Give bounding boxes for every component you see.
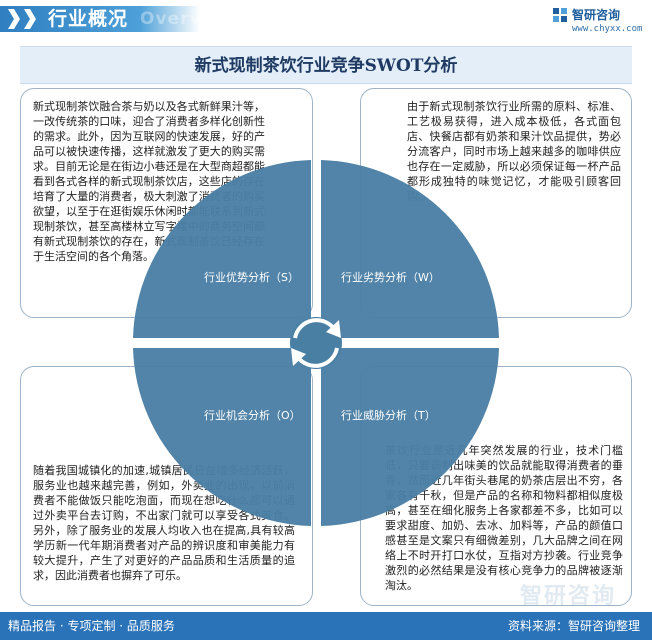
swot-circle (133, 160, 499, 526)
swot-quadrants (133, 160, 499, 526)
threats-label: 行业威胁分析（T） (341, 409, 436, 422)
header-title: 行业概况 (48, 8, 129, 30)
weaknesses-text: 由于新式现制茶饮行业所需的原料、标准、工艺极易获得，进入成本极低，各式面包店、快… (407, 100, 621, 203)
footer-slogan: 精品报告 · 专项定制 · 品质服务 (8, 619, 175, 633)
strengths-text: 新式现制茶饮融合茶与奶以及各式新鲜果汁等，一改传统茶的口味，迎合了消费者多样化创… (33, 100, 265, 263)
brand-logo-icon (553, 8, 567, 22)
page-header: Overview 行业概况 智研咨询 www.chyxx.com (0, 0, 652, 38)
strengths-label: 行业优势分析（S） (204, 271, 299, 284)
page-footer: 精品报告 · 专项定制 · 品质服务 资料来源：智研咨询整理 (0, 612, 652, 640)
chevron-right-icon (8, 9, 20, 29)
cycle-arrows-icon (290, 317, 342, 369)
brand-name: 智研咨询 (572, 8, 621, 22)
brand: 智研咨询 www.chyxx.com (552, 4, 642, 38)
opportunities-label: 行业机会分析（O） (204, 409, 301, 422)
quadrant-threats (321, 348, 499, 526)
footer-source: 资料来源：智研咨询整理 (507, 619, 640, 633)
brand-url[interactable]: www.chyxx.com (572, 24, 643, 34)
watermark: 智研咨询 (520, 584, 617, 609)
diagram-title: 新式现制茶饮行业竞争SWOT分析 (194, 56, 458, 76)
quadrant-opportunities (133, 348, 311, 526)
quadrant-weaknesses (321, 160, 499, 338)
quadrant-strengths (133, 160, 311, 338)
header-subtitle-en: Overview (140, 9, 238, 29)
weaknesses-label: 行业劣势分析（W） (341, 271, 440, 284)
diagram-title-band: 新式现制茶饮行业竞争SWOT分析 (20, 46, 632, 84)
chevron-right-icon (24, 9, 36, 29)
